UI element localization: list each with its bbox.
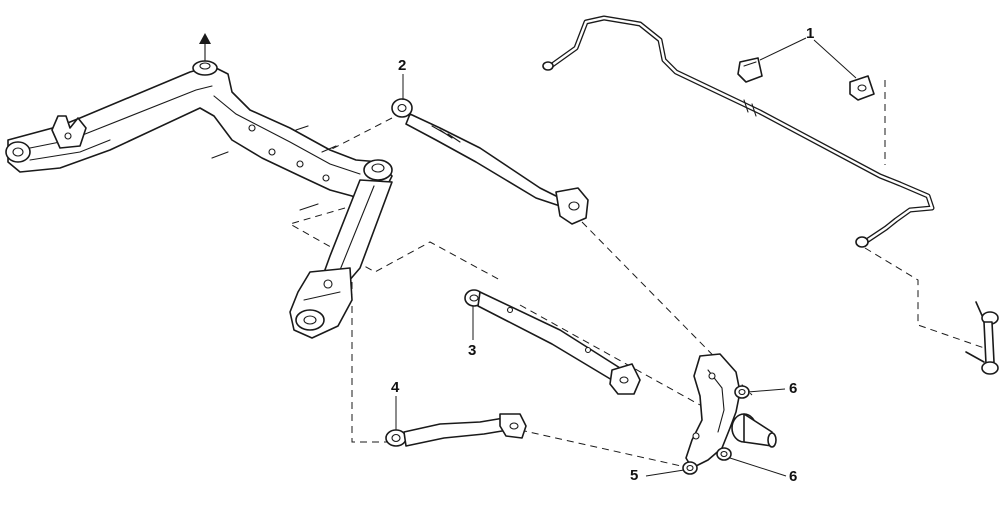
assembly-guide-lines bbox=[288, 80, 991, 469]
upper-link bbox=[391, 98, 589, 225]
rear-subframe bbox=[5, 33, 393, 339]
stabilizer-bar bbox=[542, 15, 935, 248]
lower-link bbox=[385, 413, 527, 447]
callout-5: 5 bbox=[630, 467, 639, 484]
lateral-link bbox=[464, 289, 641, 395]
stabilizer-bushing bbox=[849, 75, 875, 101]
callout-4: 4 bbox=[391, 379, 400, 396]
callout-6-lower: 6 bbox=[789, 468, 798, 485]
callout-1: 1 bbox=[806, 25, 815, 42]
callout-leaders bbox=[395, 37, 857, 477]
rear-knuckle bbox=[682, 353, 777, 475]
callout-6-upper: 6 bbox=[789, 380, 798, 397]
stabilizer-bushing bbox=[737, 57, 763, 83]
up-arrow-icon bbox=[199, 33, 211, 63]
callout-2: 2 bbox=[398, 57, 407, 74]
stabilizer-link bbox=[965, 301, 999, 375]
callout-3: 3 bbox=[468, 342, 477, 359]
